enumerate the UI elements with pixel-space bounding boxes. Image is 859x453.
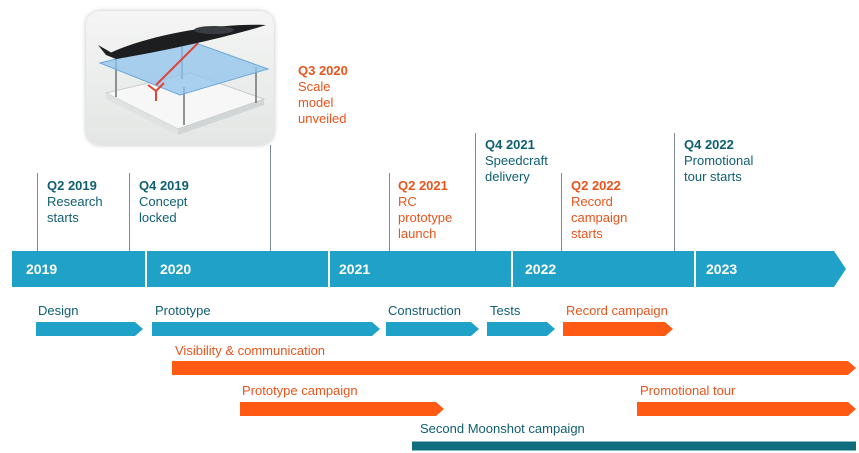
- phase-label-prototype: Prototype: [155, 303, 211, 318]
- milestone-line-q4-2021: [475, 133, 476, 253]
- milestone-line-q3-2020: [270, 145, 271, 253]
- milestone-quarter: Q3 2020: [298, 63, 348, 78]
- milestone-text: Research starts: [47, 194, 103, 225]
- milestone-line-q2-2022: [561, 173, 562, 253]
- phase-label-tests: Tests: [490, 303, 521, 318]
- phase-label-prototype-campaign: Prototype campaign: [242, 383, 358, 398]
- scale-model-photo: [86, 11, 274, 145]
- milestone-q4-2022: Q4 2022 Promotional tour starts: [684, 137, 753, 185]
- phase-label-promotional-tour: Promotional tour: [640, 383, 736, 398]
- phase-bar-prototype: [152, 322, 380, 336]
- milestone-q2-2019: Q2 2019 Research starts: [47, 178, 103, 226]
- phase-bar-construction: [386, 322, 479, 336]
- milestone-text: Record campaign starts: [571, 194, 628, 241]
- speedcraft-model-illustration: [98, 24, 270, 135]
- milestone-line-q2-2021: [389, 173, 390, 253]
- milestone-quarter: Q4 2019: [139, 178, 189, 193]
- phase-bar-tests: [487, 322, 555, 336]
- milestone-q2-2021: Q2 2021 RC prototype launch: [398, 178, 452, 242]
- year-label-2019: 2019: [26, 261, 58, 277]
- milestone-quarter: Q2 2021: [398, 178, 448, 193]
- milestone-quarter: Q4 2022: [684, 137, 734, 152]
- phase-bar-prototype-campaign: [240, 402, 444, 416]
- milestone-text: RC prototype launch: [398, 194, 453, 241]
- milestone-text: Promotional tour starts: [684, 153, 754, 184]
- timeline-axis: [12, 251, 846, 287]
- milestone-quarter: Q2 2019: [47, 178, 97, 193]
- milestone-q4-2019: Q4 2019 Concept locked: [139, 178, 189, 226]
- phase-bar-visibility-communication: [172, 361, 856, 375]
- milestone-text: Concept locked: [139, 194, 188, 225]
- phase-bar-promotional-tour: [637, 402, 856, 416]
- milestone-quarter: Q2 2022: [571, 178, 621, 193]
- milestone-line-q4-2019: [129, 173, 130, 253]
- phase-label-design: Design: [38, 303, 79, 318]
- year-label-2023: 2023: [706, 261, 738, 277]
- milestone-line-q4-2022: [674, 133, 675, 253]
- phase-bar-second-moonshot: [412, 441, 856, 451]
- milestone-line-q2-2019: [37, 173, 38, 253]
- milestone-quarter: Q4 2021: [485, 137, 535, 152]
- milestone-q3-2020: Q3 2020 Scale model unveiled: [298, 63, 348, 127]
- year-label-2021: 2021: [339, 261, 371, 277]
- phase-bar-record-campaign: [563, 322, 673, 336]
- year-label-2020: 2020: [160, 261, 192, 277]
- milestone-q4-2021: Q4 2021 Speedcraft delivery: [485, 137, 548, 185]
- phase-bar-design: [36, 322, 143, 336]
- milestone-text: Speedcraft delivery: [485, 153, 548, 184]
- year-label-2022: 2022: [525, 261, 557, 277]
- phase-label-record-campaign: Record campaign: [566, 303, 668, 318]
- phase-label-second-moonshot: Second Moonshot campaign: [420, 421, 585, 436]
- milestone-q2-2022: Q2 2022 Record campaign starts: [571, 178, 627, 242]
- phase-label-visibility-communication: Visibility & communication: [175, 343, 326, 358]
- phase-label-construction: Construction: [388, 303, 461, 318]
- milestone-text: Scale model unveiled: [298, 79, 347, 126]
